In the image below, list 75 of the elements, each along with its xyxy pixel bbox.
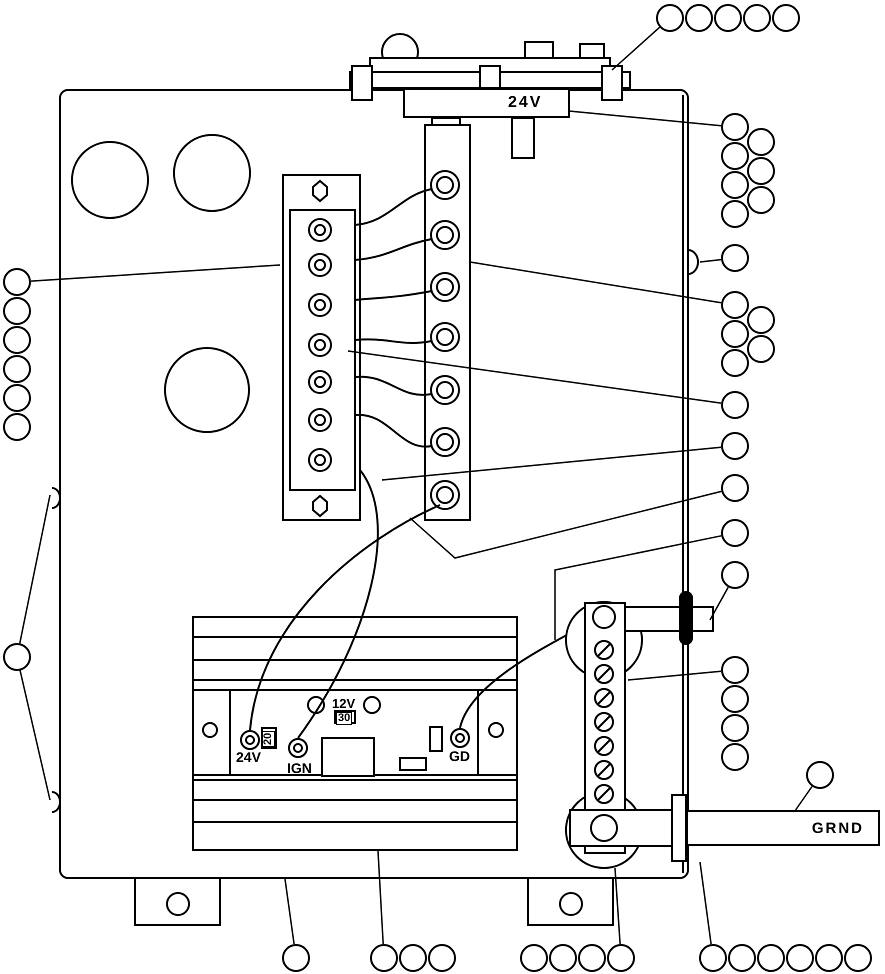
callout-circle	[721, 142, 749, 170]
callout-circle	[786, 944, 814, 972]
leader-line	[382, 446, 722, 481]
callout-circle	[721, 200, 749, 228]
callout-circle	[714, 4, 742, 32]
callout-circle	[3, 268, 31, 296]
callout-circle	[747, 335, 775, 363]
leader-line	[794, 786, 813, 810]
callout-circle	[721, 714, 749, 742]
leader-line	[709, 586, 729, 620]
leader-line	[19, 670, 51, 800]
callout-circle	[721, 113, 749, 141]
voltage-label: 12V	[332, 697, 356, 710]
leader-line	[554, 535, 722, 640]
callout-circle	[3, 297, 31, 325]
callout-circle	[3, 384, 31, 412]
leader-line	[284, 878, 295, 944]
callout-circle	[428, 944, 456, 972]
callout-circle	[747, 157, 775, 185]
leader-line	[612, 26, 660, 71]
callout-circle	[806, 761, 834, 789]
callout-circle	[3, 413, 31, 441]
callout-circle	[656, 4, 684, 32]
callout-circle	[699, 944, 727, 972]
ground-bar: GRND	[686, 810, 880, 846]
callout-circle	[721, 519, 749, 547]
callout-circle	[721, 320, 749, 348]
terminal-label: 24V	[236, 750, 261, 764]
callout-circle	[815, 944, 843, 972]
leader-line	[699, 862, 712, 944]
callout-circle	[282, 944, 310, 972]
callout-circle	[721, 171, 749, 199]
callout-circle	[721, 743, 749, 771]
callout-circle	[721, 349, 749, 377]
callout-circle	[685, 4, 713, 32]
leader-line	[377, 850, 384, 944]
leader-line	[700, 258, 722, 263]
callout-circle	[844, 944, 872, 972]
callout-circle	[743, 4, 771, 32]
terminal-label: 20	[262, 730, 275, 747]
leader-line	[470, 261, 722, 304]
callout-circle	[721, 656, 749, 684]
leader-line	[570, 110, 722, 126]
callout-circle	[721, 291, 749, 319]
callout-circle	[520, 944, 548, 972]
callout-circle	[747, 186, 775, 214]
callout-circle	[721, 432, 749, 460]
leader-line	[19, 494, 51, 644]
callout-circle	[721, 685, 749, 713]
voltage-plate: 24V	[403, 88, 570, 118]
callout-circle	[370, 944, 398, 972]
callout-circle	[721, 561, 749, 589]
callout-circle	[747, 128, 775, 156]
callout-circle	[399, 944, 427, 972]
leader-line	[614, 868, 621, 944]
callout-circle	[3, 355, 31, 383]
leader-line	[628, 670, 722, 681]
leader-line	[30, 264, 280, 282]
callout-circle	[578, 944, 606, 972]
callout-circle	[549, 944, 577, 972]
callout-circle	[721, 474, 749, 502]
callout-circle	[721, 391, 749, 419]
callout-circle	[607, 944, 635, 972]
callout-circle	[3, 643, 31, 671]
terminal-label: GD	[449, 749, 470, 763]
terminal-label: 30	[336, 712, 352, 725]
leader-line	[410, 490, 722, 559]
leader-line	[348, 350, 722, 404]
callout-circle	[747, 306, 775, 334]
callout-circle	[757, 944, 785, 972]
terminal-label: IGN	[287, 761, 312, 775]
callout-circle	[728, 944, 756, 972]
callout-circle	[3, 326, 31, 354]
callout-circle	[721, 244, 749, 272]
callout-circle	[772, 4, 800, 32]
